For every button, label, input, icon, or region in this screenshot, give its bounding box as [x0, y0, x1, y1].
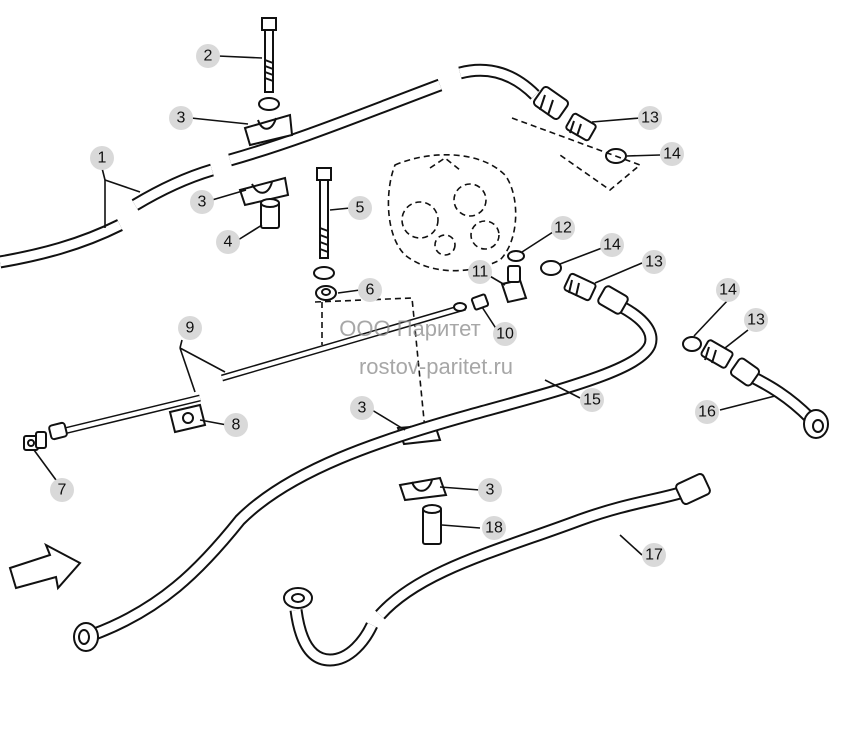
callout-3-a: 3 [169, 106, 193, 130]
callout-15: 15 [580, 388, 604, 412]
callout-label: 11 [472, 264, 489, 281]
o-ring-part-14-right [682, 336, 702, 352]
callout-10: 10 [493, 322, 517, 346]
callout-label: 14 [663, 146, 681, 163]
clamp-part-3-b [238, 176, 290, 207]
callout-9: 9 [178, 316, 202, 340]
hose-part-16 [730, 357, 829, 439]
callout-label: 3 [177, 110, 186, 127]
callout-label: 14 [603, 237, 621, 254]
callout-label: 12 [554, 220, 572, 237]
callout-label: 17 [645, 547, 663, 564]
callout-label: 4 [224, 234, 233, 251]
callout-17: 17 [642, 543, 666, 567]
callout-11: 11 [468, 260, 492, 284]
callout-13-b: 13 [642, 250, 666, 274]
watermark: ООО Паритет rostov-paritet.ru [339, 316, 513, 379]
callout-1: 1 [90, 146, 114, 170]
dashed-guide-lines [314, 117, 642, 431]
callout-label: 5 [356, 200, 365, 217]
callout-6: 6 [358, 278, 382, 302]
callout-label: 10 [496, 326, 514, 343]
callout-13-c: 13 [744, 308, 768, 332]
callout-label: 18 [485, 520, 503, 537]
callout-13-a: 13 [638, 106, 662, 130]
callout-label: 8 [232, 417, 241, 434]
callout-3-b: 3 [190, 190, 214, 214]
callout-label: 1 [98, 150, 107, 167]
callout-14-c: 14 [716, 278, 740, 302]
callout-7: 7 [50, 478, 74, 502]
hose-end-fitting-top [532, 85, 570, 121]
bolt-part-2 [258, 17, 280, 111]
fitting-part-13-right [700, 339, 734, 369]
washer-part-12 [507, 250, 525, 262]
hose-part-15 [73, 285, 658, 652]
callout-label: 7 [58, 482, 67, 499]
callout-label: 2 [204, 48, 213, 65]
nut-part-6 [315, 285, 337, 301]
callout-label: 6 [366, 282, 375, 299]
o-ring-part-14-mid [540, 260, 562, 276]
callout-5: 5 [348, 196, 372, 220]
callout-14-a: 14 [660, 142, 684, 166]
callout-label: 3 [486, 482, 495, 499]
callout-label: 15 [583, 392, 601, 409]
clamp-part-3-d [398, 476, 448, 502]
callout-16: 16 [695, 400, 719, 424]
callout-leaders [33, 55, 776, 556]
spacer-part-4 [260, 198, 280, 229]
callout-label: 13 [645, 254, 663, 271]
thin-line-part-9 [48, 302, 467, 441]
fitting-part-13-top [565, 112, 597, 142]
leader-group-1 [99, 159, 141, 228]
callout-18: 18 [482, 516, 506, 540]
callout-label: 13 [747, 312, 765, 329]
bolt-part-5 [313, 167, 335, 280]
fitting-part-13-mid [563, 272, 597, 302]
callout-14-b: 14 [600, 233, 624, 257]
watermark-site: rostov-paritet.ru [359, 354, 513, 379]
watermark-company: ООО Паритет [339, 316, 480, 341]
hose-part-17 [283, 473, 711, 667]
callout-4: 4 [216, 230, 240, 254]
callout-label: 9 [186, 320, 195, 337]
pump-housing [387, 153, 517, 272]
elbow-part-11 [500, 265, 528, 304]
fitting-part-7 [23, 431, 47, 451]
fitting-part-10 [470, 293, 490, 311]
callout-label: 13 [641, 110, 659, 127]
callout-3-d: 3 [478, 478, 502, 502]
direction-arrow-icon [8, 542, 82, 591]
callout-8: 8 [224, 413, 248, 437]
o-ring-part-14-top [605, 148, 627, 164]
callout-12: 12 [551, 216, 575, 240]
callout-2: 2 [196, 44, 220, 68]
callout-label: 14 [719, 282, 737, 299]
callout-label: 3 [198, 194, 207, 211]
callout-label: 16 [698, 404, 716, 421]
spacer-part-18 [422, 504, 442, 545]
clip-part-8 [168, 403, 207, 434]
callout-3-c: 3 [350, 396, 374, 420]
hose-part-1 [0, 63, 540, 269]
clamp-part-3-a [243, 113, 294, 147]
callout-label: 3 [358, 400, 367, 417]
